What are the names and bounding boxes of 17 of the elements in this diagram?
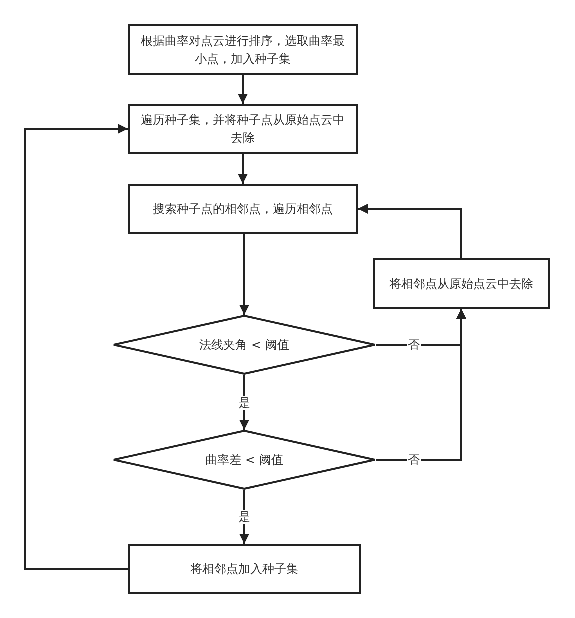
arrow — [24, 124, 128, 570]
decision-diamond: 法线夹角 < 阈值 — [113, 315, 376, 375]
edge-label: 否 — [406, 338, 421, 352]
process-box: 遍历种子集，并将种子点从原始点云中去除 — [128, 104, 358, 154]
process-box: 将相邻点加入种子集 — [128, 544, 361, 594]
edge-label: 是 — [238, 510, 252, 524]
arrow — [376, 309, 466, 461]
arrow — [358, 204, 462, 258]
process-box: 根据曲率对点云进行排序，选取曲率最小点，加入种子集 — [128, 24, 358, 75]
arrow — [238, 154, 248, 184]
edge-label: 否 — [406, 453, 421, 467]
arrow — [240, 234, 250, 315]
edge-label: 是 — [238, 396, 252, 410]
decision-diamond: 曲率差 < 阈值 — [113, 430, 376, 490]
process-box: 搜索种子点的相邻点，遍历相邻点 — [128, 184, 358, 234]
arrow — [238, 75, 248, 104]
process-box: 将相邻点从原始点云中去除 — [373, 258, 550, 309]
